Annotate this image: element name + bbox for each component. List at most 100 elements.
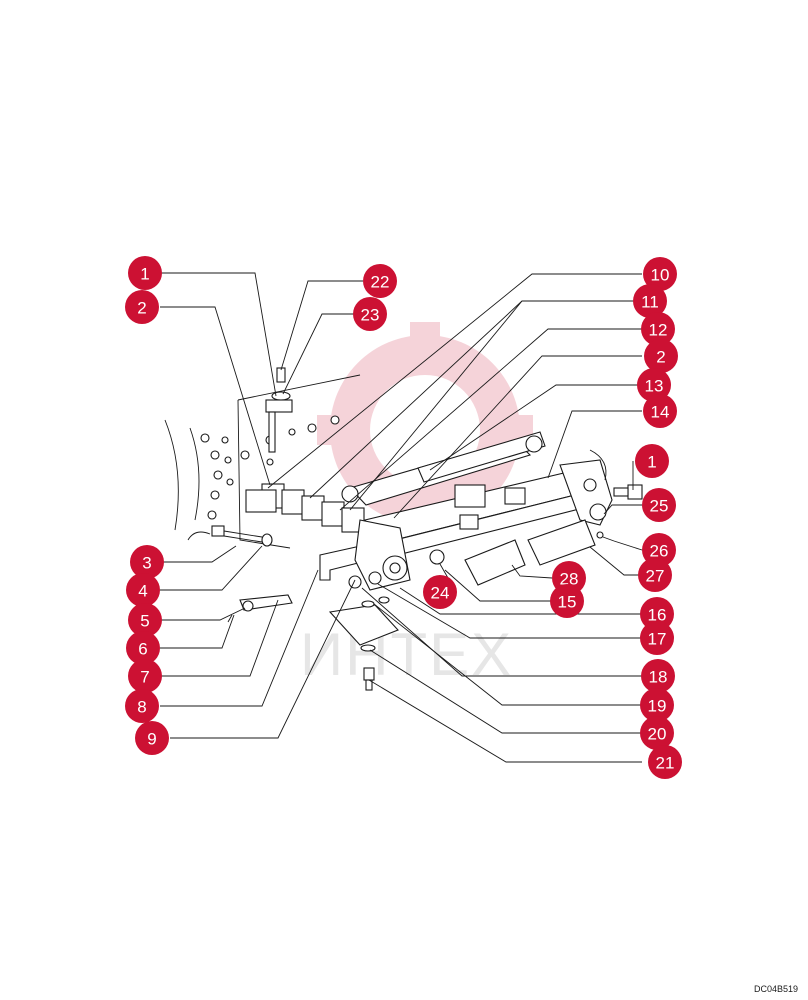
housing xyxy=(164,374,361,549)
callout-bubble xyxy=(126,573,160,607)
callout-label: 2 xyxy=(137,299,146,318)
callout-8: 8 xyxy=(125,689,159,723)
callout-label: 1 xyxy=(647,453,656,472)
callout-25: 25 xyxy=(642,488,676,522)
callout-bubble xyxy=(128,659,162,693)
watermark-text: ИНТЕХ xyxy=(300,621,513,688)
callout-bubble xyxy=(637,368,671,402)
callout-label: 9 xyxy=(147,730,156,749)
callout-1: 1 xyxy=(635,444,669,478)
callout-bubble xyxy=(130,545,164,579)
callout-label: 22 xyxy=(371,273,390,292)
callout-label: 14 xyxy=(651,403,670,422)
callout-label: 27 xyxy=(646,567,665,586)
callout-label: 8 xyxy=(137,698,146,717)
callout-label: 25 xyxy=(650,497,669,516)
callout-bubble xyxy=(642,488,676,522)
callout-2: 2 xyxy=(644,339,678,373)
callout-18: 18 xyxy=(641,659,675,693)
callout-label: 20 xyxy=(648,725,667,744)
callout-label: 28 xyxy=(560,570,579,589)
callout-bubble xyxy=(641,659,675,693)
callout-3: 3 xyxy=(130,545,164,579)
callout-17: 17 xyxy=(640,621,674,655)
callout-label: 18 xyxy=(649,668,668,687)
callout-11: 11 xyxy=(633,284,667,318)
right-pin xyxy=(596,484,643,542)
knife-plates xyxy=(464,519,596,586)
callout-bubble xyxy=(638,558,672,592)
callout-bubble xyxy=(640,621,674,655)
callout-label: 13 xyxy=(645,377,664,396)
callout-label: 17 xyxy=(648,630,667,649)
callout-bubble xyxy=(633,284,667,318)
callout-4: 4 xyxy=(126,573,160,607)
callout-bubble xyxy=(550,584,584,618)
hydraulic-cylinder xyxy=(341,431,546,506)
callout-21: 21 xyxy=(648,745,682,779)
callout-22: 22 xyxy=(363,264,397,298)
callout-7: 7 xyxy=(128,659,162,693)
left-bolts xyxy=(211,525,293,623)
callout-14: 14 xyxy=(643,394,677,428)
callout-bubble xyxy=(353,297,387,331)
callout-label: 11 xyxy=(641,293,659,312)
callout-2: 2 xyxy=(125,290,159,324)
callout-bubble xyxy=(641,312,675,346)
callout-label: 16 xyxy=(648,606,667,625)
callout-bubble xyxy=(128,603,162,637)
callout-label: 1 xyxy=(140,265,149,284)
callout-label: 3 xyxy=(142,554,151,573)
callout-label: 19 xyxy=(648,697,667,716)
callout-bubble xyxy=(643,257,677,291)
callout-10: 10 xyxy=(643,257,677,291)
callout-bubble xyxy=(423,575,457,609)
callout-bubble xyxy=(128,256,162,290)
callout-bubble xyxy=(644,339,678,373)
callout-bubble xyxy=(135,721,169,755)
callout-bubble xyxy=(642,533,676,567)
callout-label: 5 xyxy=(140,612,149,631)
callout-16: 16 xyxy=(640,597,674,631)
callout-label: 6 xyxy=(138,640,147,659)
callout-12: 12 xyxy=(641,312,675,346)
callout-5: 5 xyxy=(128,603,162,637)
callout-27: 27 xyxy=(638,558,672,592)
callout-19: 19 xyxy=(640,688,674,722)
drawing-code: DC04B519 xyxy=(753,984,798,994)
callout-bubble xyxy=(643,394,677,428)
blade-stack xyxy=(245,483,365,533)
callout-label: 7 xyxy=(140,668,149,687)
callout-6: 6 xyxy=(126,631,160,665)
callout-label: 24 xyxy=(431,584,450,603)
callout-label: 4 xyxy=(138,582,147,601)
callout-label: 26 xyxy=(650,542,669,561)
callout-20: 20 xyxy=(640,716,674,750)
top-bolt xyxy=(265,367,293,453)
callout-13: 13 xyxy=(637,368,671,402)
callout-bubble xyxy=(635,444,669,478)
callout-bubble xyxy=(126,631,160,665)
lower-bracket xyxy=(319,519,445,591)
callout-bubble xyxy=(640,688,674,722)
callout-label: 10 xyxy=(651,266,670,285)
callout-label: 23 xyxy=(361,306,380,325)
callout-bubble xyxy=(640,716,674,750)
foot-plate xyxy=(328,596,399,691)
callout-label: 2 xyxy=(656,348,665,367)
callout-26: 26 xyxy=(642,533,676,567)
callout-bubble xyxy=(648,745,682,779)
callouts: 1222231011122131412526272815241617181920… xyxy=(125,256,682,779)
callout-bubble xyxy=(125,689,159,723)
callout-bubble xyxy=(125,290,159,324)
callout-bubble xyxy=(640,597,674,631)
callout-1: 1 xyxy=(128,256,162,290)
callout-label: 21 xyxy=(656,754,675,773)
callout-label: 12 xyxy=(649,321,668,340)
callout-24: 24 xyxy=(423,575,457,609)
callout-23: 23 xyxy=(353,297,387,331)
callout-bubble xyxy=(363,264,397,298)
callout-9: 9 xyxy=(135,721,169,755)
callout-label: 15 xyxy=(558,593,577,612)
